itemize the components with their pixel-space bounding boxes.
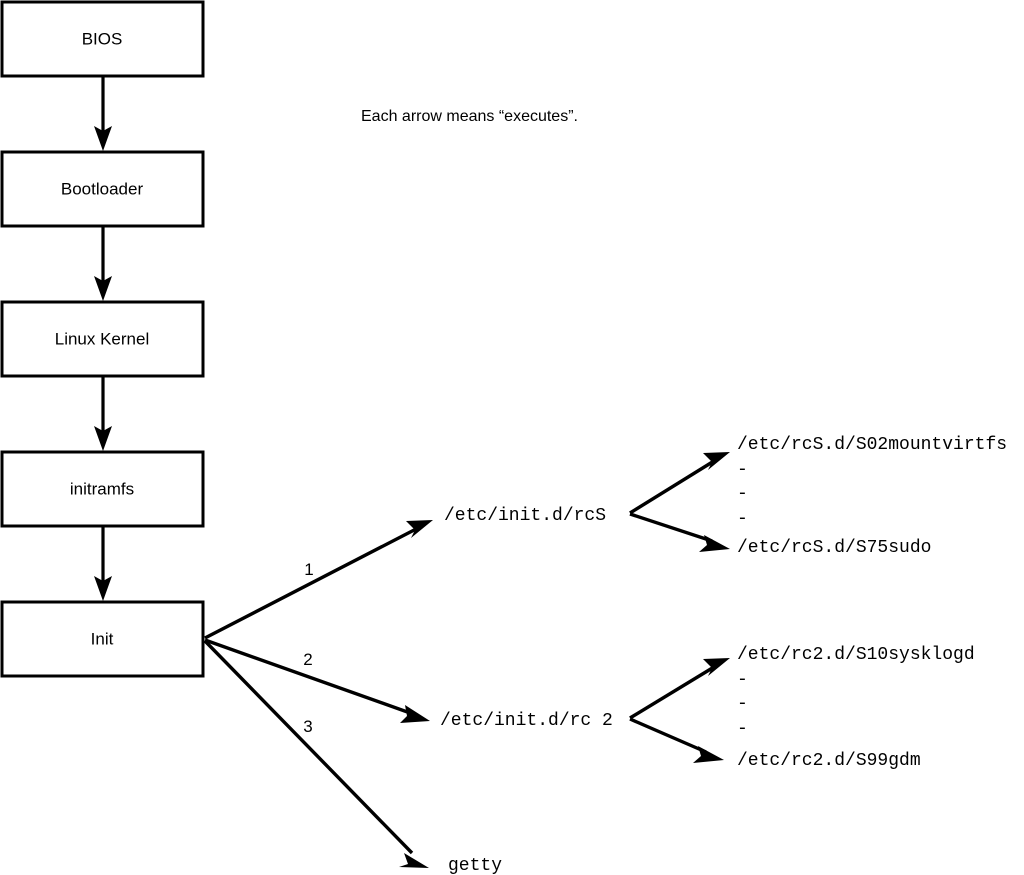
arrow-bios-to-bootloader: [94, 76, 112, 151]
arrowhead-rc2-first: [703, 658, 730, 676]
arrow-rcs-to-last-script: [629, 512, 730, 552]
arrowhead-rcs-first: [703, 452, 730, 470]
arrow-initramfs-to-init: [94, 526, 112, 601]
edge-label-1: 1: [304, 560, 313, 579]
rcs-script-last: /etc/rcS.d/S75sudo: [737, 538, 931, 558]
rcs-ellipsis-dash-1: -: [737, 460, 748, 480]
rc2-ellipsis-dash-2: -: [737, 694, 748, 714]
rcs-ellipsis-dash-2: -: [737, 484, 748, 504]
arrow-bootloader-to-kernel: [94, 226, 112, 301]
node-init-rect: [0, 600, 205, 678]
arrowhead-initramfs-to-init: [94, 576, 112, 601]
node-linux-kernel-label: Linux Kernel: [55, 329, 150, 348]
arrow-kernel-to-initramfs: [94, 376, 112, 451]
arrow-init-branch-2: 2: [204, 638, 430, 723]
node-bootloader-rect: [0, 150, 205, 228]
arrow-init-branch-3: 3: [203, 639, 429, 868]
branch-target-getty[interactable]: getty: [448, 856, 502, 875]
arrowhead-bootloader-to-kernel: [94, 276, 112, 301]
arrowhead-bios-to-bootloader: [94, 126, 112, 151]
branch-target-rc2[interactable]: /etc/init.d/rc 2: [440, 711, 613, 731]
rc2-ellipsis-dash-1: -: [737, 670, 748, 690]
arrow-rc2-to-last-script: [629, 717, 724, 763]
arrowhead-rc2-last: [693, 746, 724, 763]
arrow-rc2-to-first-script: [629, 658, 730, 720]
arrowhead-init-branch-3: [399, 853, 429, 868]
node-bios-rect: [0, 0, 205, 78]
branch-target-rcs[interactable]: /etc/init.d/rcS: [444, 506, 606, 526]
arrowhead-init-branch-1: [406, 520, 433, 538]
node-init-label: Init: [91, 629, 114, 648]
rc2-script-last: /etc/rc2.d/S99gdm: [737, 751, 921, 771]
arrowhead-rcs-last: [699, 535, 730, 552]
arrowhead-init-branch-2: [400, 705, 430, 723]
node-bios-label: BIOS: [82, 29, 123, 48]
rcs-script-first: /etc/rcS.d/S02mountvirtfs: [737, 435, 1007, 455]
arrow-init-branch-1: 1: [204, 520, 433, 640]
rc2-ellipsis-dash-3: -: [737, 719, 748, 739]
node-initramfs-label: initramfs: [70, 479, 134, 498]
node-bios[interactable]: BIOS: [0, 0, 205, 78]
node-bootloader-label: Bootloader: [61, 179, 144, 198]
node-initramfs[interactable]: initramfs: [0, 450, 205, 528]
node-linux-kernel[interactable]: Linux Kernel: [0, 300, 205, 378]
rcs-ellipsis-dash-3: -: [737, 509, 748, 529]
legend-note: Each arrow means “executes”.: [361, 108, 578, 125]
rc2-script-first: /etc/rc2.d/S10sysklogd: [737, 645, 975, 665]
edge-label-2: 2: [303, 650, 312, 669]
node-init[interactable]: Init: [0, 600, 205, 678]
node-initramfs-rect: [0, 450, 205, 528]
arrow-rcs-to-first-script: [629, 452, 730, 515]
edge-label-3: 3: [303, 717, 312, 736]
node-bootloader[interactable]: Bootloader: [0, 150, 205, 228]
arrowhead-kernel-to-initramfs: [94, 426, 112, 451]
